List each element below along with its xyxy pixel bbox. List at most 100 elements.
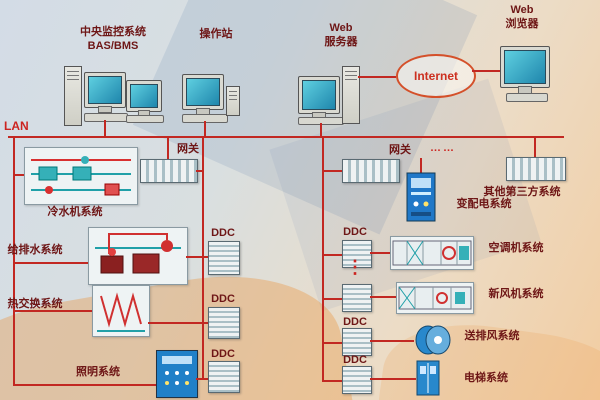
central-monitor2-icon	[126, 80, 162, 112]
fan-schematic	[414, 322, 452, 363]
elevator-system-label: 电梯系统	[464, 372, 508, 384]
exhaust-system-label: 送排风系统	[464, 330, 520, 342]
lan-label: LAN	[4, 119, 29, 133]
fan-schem-link-line	[370, 340, 414, 342]
web-server-sublabel: 服务器	[324, 36, 358, 48]
gateway-left-drop-line	[167, 136, 169, 160]
power-cabinet-schematic	[406, 172, 436, 227]
ddc-label: DDC	[343, 316, 367, 328]
ddc-label: DDC	[211, 348, 235, 360]
gateway-right-label: 网关	[389, 144, 411, 156]
gateway-right-box	[342, 159, 400, 183]
central-monitor-icon	[84, 72, 126, 108]
lighting-ddc-link-line	[196, 378, 208, 380]
ddc-controller-box	[342, 328, 372, 356]
ddc-controller-box	[208, 307, 240, 339]
ddc-controller-box	[342, 240, 372, 268]
pump-icon	[95, 233, 181, 274]
monitor-stand-icon	[98, 106, 112, 113]
ddc-label: DDC	[211, 293, 235, 305]
gateway-left-stub-line	[196, 170, 202, 172]
fan-ddc-stub-line	[324, 342, 342, 344]
internet-cloud-icon: Internet	[396, 54, 476, 98]
ddc-controller-box	[208, 361, 240, 393]
ahu-ddc-stub-line	[324, 254, 342, 256]
elevator-icon	[416, 360, 440, 396]
left-trunk-line	[13, 136, 15, 386]
mid-left-trunk-line	[202, 136, 204, 380]
fan-icon	[415, 325, 451, 355]
ddc-controller-box	[342, 284, 372, 312]
fresh-ddc-stub-line	[324, 298, 342, 300]
gateway-left-box	[140, 159, 198, 183]
right-trunk-line	[322, 136, 324, 382]
chiller-piping-icon	[31, 156, 131, 196]
water-schematic	[88, 227, 188, 285]
power-cabinet-icon	[406, 172, 436, 222]
heat-exchange-schematic	[92, 285, 150, 337]
keyboard-icon	[126, 115, 164, 123]
operator-station-label: 操作站	[199, 28, 233, 40]
lighting-panel-icon	[162, 356, 192, 385]
third-party-system-label: 其他第三方系统	[483, 186, 561, 198]
fresh-air-schematic	[396, 282, 474, 314]
ddc-continuation-dots: ⋮	[346, 257, 364, 277]
ddc-controller-box	[342, 366, 372, 394]
lan-line	[8, 136, 564, 138]
third-party-gateway-box	[506, 157, 566, 181]
lighting-stub-line	[15, 384, 156, 386]
central-system-label: 中央监控系统	[80, 26, 146, 38]
fresh-air-system-label: 新风机系统	[488, 288, 544, 300]
lighting-panel-schematic	[156, 350, 198, 398]
central-tower-icon	[64, 66, 82, 126]
web-browser-monitor-icon	[500, 46, 550, 88]
air-handling-unit-icon	[392, 240, 472, 266]
fresh-schem-link-line	[370, 296, 396, 298]
water-ddc-link-line	[186, 256, 208, 258]
water-stub-line	[15, 262, 88, 264]
central-system-sublabel: BAS/BMS	[87, 40, 139, 52]
heat-ddc-link-line	[148, 322, 208, 324]
web-server-monitor-icon	[298, 76, 340, 114]
monitor-base-icon	[506, 93, 548, 102]
elevator-schem-link-line	[370, 378, 416, 380]
heat-coil-icon	[97, 292, 145, 332]
ahu-system-label: 空调机系统	[488, 242, 544, 254]
power-drop-line	[420, 158, 422, 174]
operator-monitor-icon	[182, 74, 224, 110]
chiller-stub-line	[15, 174, 24, 176]
ddc-controller-box	[208, 241, 240, 275]
elevator-schematic	[416, 360, 440, 400]
gateway-left-label: 网关	[177, 143, 199, 155]
gateway-continuation-dots: ……	[430, 142, 456, 154]
ddc-label: DDC	[343, 354, 367, 366]
ahu-schematic	[390, 236, 474, 270]
internet-label: Internet	[413, 69, 458, 83]
lighting-system-label: 照明系统	[76, 366, 120, 378]
chiller-system-label: 冷水机系统	[47, 206, 103, 218]
keyboard-icon	[84, 113, 128, 122]
power-system-label: 变配电系统	[456, 198, 512, 210]
server-cloud-link-line	[358, 76, 396, 78]
ddc-label: DDC	[343, 226, 367, 238]
operator-drop-line	[204, 121, 206, 136]
cloud-browser-link-line	[472, 70, 500, 72]
chiller-schematic	[24, 147, 138, 205]
elevator-ddc-stub-line	[324, 380, 342, 382]
web-browser-sublabel: 浏览器	[505, 18, 539, 30]
fresh-air-unit-icon	[398, 286, 472, 310]
central-drop-line	[104, 120, 106, 136]
ddc-label: DDC	[211, 227, 235, 239]
water-system-label: 给排水系统	[7, 244, 63, 256]
operator-tower-icon	[226, 86, 240, 116]
web-browser-label: Web	[510, 4, 534, 16]
web-server-tower-icon	[342, 66, 360, 124]
heat-exchange-label: 热交换系统	[7, 298, 63, 310]
heat-stub-line	[15, 310, 92, 312]
ahu-schem-link-line	[370, 252, 390, 254]
web-server-drop-line	[320, 123, 322, 136]
web-server-label: Web	[329, 22, 353, 34]
gateway-right-stub-line	[324, 170, 342, 172]
watermark-orange-shape	[371, 312, 600, 400]
